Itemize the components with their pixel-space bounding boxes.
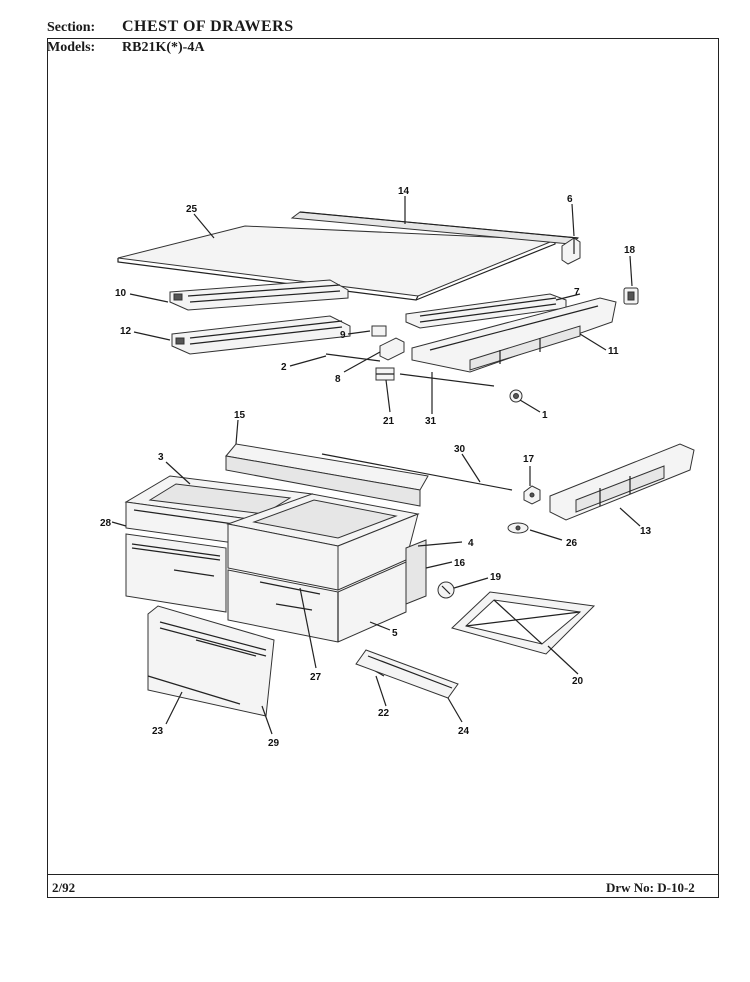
rear-trim-14 <box>290 211 580 245</box>
bracket-21 <box>375 367 395 381</box>
part-label-12: 12 <box>120 326 132 337</box>
part-label-13: 13 <box>640 526 652 537</box>
leader-lines <box>111 196 641 735</box>
slide-24 <box>355 649 459 699</box>
caster-19 <box>437 581 455 599</box>
part-label-16: 16 <box>454 558 466 569</box>
part-label-4: 4 <box>468 538 474 549</box>
front-panel-29 <box>147 605 275 717</box>
fastener-17 <box>523 485 541 505</box>
part-label-14: 14 <box>398 186 410 197</box>
fastener-26 <box>507 522 529 534</box>
small-bracket-8 <box>379 337 405 361</box>
models-label: Models: <box>47 40 96 55</box>
rod-30 <box>321 453 513 491</box>
part-label-1: 1 <box>542 410 548 421</box>
part-label-28: 28 <box>100 518 112 529</box>
left-rail-10 <box>169 279 349 311</box>
side-panel-16 <box>405 539 427 605</box>
part-label-18: 18 <box>624 245 636 256</box>
right-rail-11 <box>411 297 617 373</box>
part-label-22: 22 <box>378 708 390 719</box>
part-label-25: 25 <box>186 204 198 215</box>
section-label: Section: <box>47 20 96 35</box>
lower-drawer-5 <box>227 561 407 643</box>
drawer-frame-20 <box>451 591 596 655</box>
rod-2 <box>325 353 381 362</box>
part-label-21: 21 <box>383 416 395 427</box>
part-label-20: 20 <box>572 676 584 687</box>
rod-31 <box>399 373 495 387</box>
right-drawer-4 <box>226 493 420 591</box>
right-rail-13 <box>549 443 695 521</box>
part-label-26: 26 <box>566 538 578 549</box>
part-label-2: 2 <box>281 362 287 373</box>
models-value: RB21K(*)-4A <box>122 40 205 55</box>
drawing-frame <box>47 38 719 898</box>
part-label-29: 29 <box>268 738 280 749</box>
part-labels: 25 14 6 18 10 7 12 9 11 8 2 21 31 1 15 3… <box>100 186 652 749</box>
drawing-date: 2/92 <box>52 880 76 895</box>
part-label-24: 24 <box>458 726 470 737</box>
part-label-11: 11 <box>608 346 619 357</box>
part-label-19: 19 <box>490 572 502 583</box>
part-label-3: 3 <box>158 452 164 463</box>
trim-strip-23 <box>147 675 241 705</box>
part-label-5: 5 <box>392 628 398 639</box>
left-drawer-front-28 <box>125 533 227 613</box>
part-label-31: 31 <box>425 416 437 427</box>
part-label-6: 6 <box>567 194 573 205</box>
footer-rule <box>48 874 718 875</box>
part-label-27: 27 <box>310 672 322 683</box>
section-title: CHEST OF DRAWERS <box>122 18 294 35</box>
part-label-10: 10 <box>115 288 127 299</box>
knob-1 <box>509 389 523 403</box>
small-bracket-9 <box>371 325 387 337</box>
part-label-15: 15 <box>234 410 246 421</box>
part-label-7: 7 <box>574 287 580 298</box>
clip-18 <box>623 287 639 305</box>
part-label-9: 9 <box>340 330 346 341</box>
part-label-30: 30 <box>454 444 466 455</box>
part-label-23: 23 <box>152 726 164 737</box>
rear-panel-15 <box>225 443 429 507</box>
part-label-17: 17 <box>523 454 535 465</box>
bracket-6 <box>561 237 581 265</box>
drawing-number: Drw No: D-10-2 <box>606 880 695 895</box>
left-rail-12 <box>171 315 351 355</box>
part-label-8: 8 <box>335 374 341 385</box>
